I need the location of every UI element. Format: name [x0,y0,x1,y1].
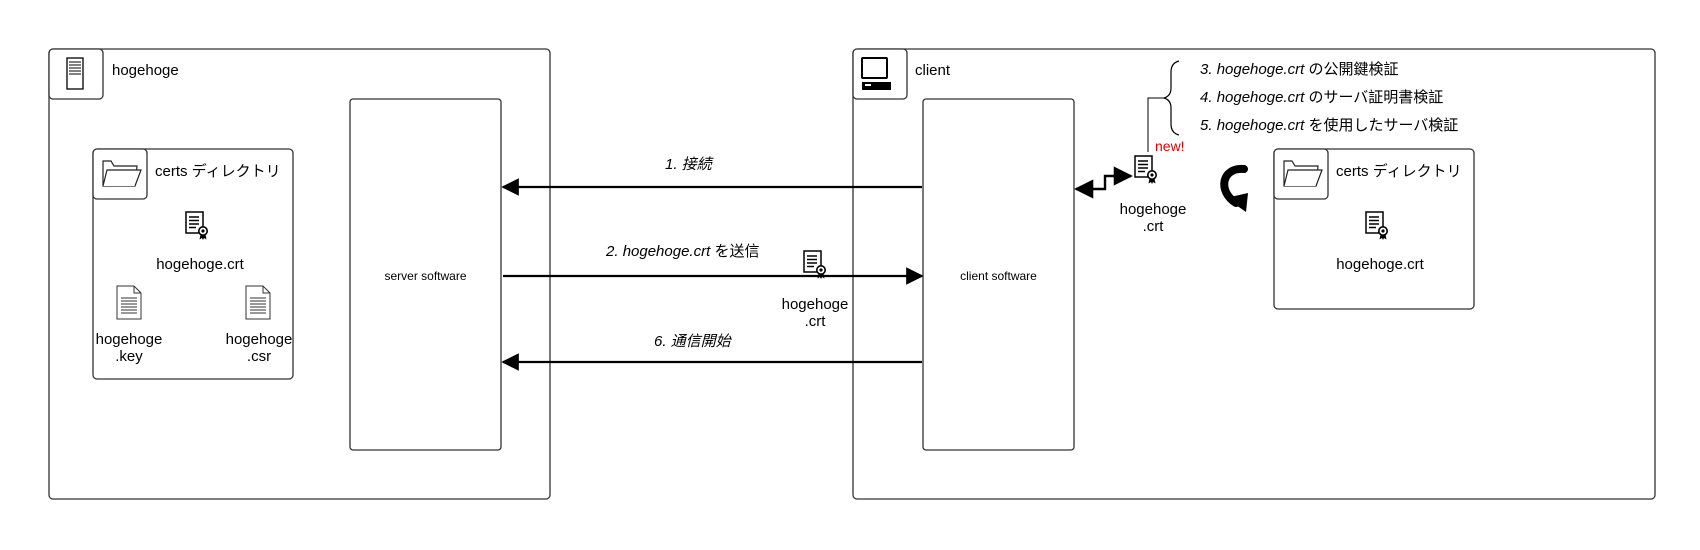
new-badge: new! [1155,138,1185,154]
client-software-label: client software [960,269,1037,283]
verification-step-4: 4. hogehoge.crt のサーバ証明書検証 [1200,89,1444,106]
step2-cert-label: hogehoge.crt [781,296,849,330]
bidirectional-arrow [1074,166,1133,199]
key-file-label: hogehoge.key [95,331,163,365]
client-new-cert-label: hogehoge.crt [1119,201,1187,235]
verification-step-3: 3. hogehoge.crt の公開鍵検証 [1200,61,1399,78]
document-icon [245,285,271,320]
server-software-label: server software [384,269,467,283]
server-icon [66,57,84,90]
client-title: client [915,62,951,79]
document-icon [116,285,142,320]
client-cert-file-label: hogehoge.crt [1336,256,1424,273]
certificate-icon [803,250,827,280]
csr-file-label: hogehoge.csr [225,331,293,365]
curved-arrow-icon [1220,164,1248,212]
server-cert-file-label: hogehoge.crt [156,256,244,273]
step1-label: 1. 接続 [665,156,712,173]
step2-label: 2. hogehoge.crt を送信 [606,243,760,260]
client-certs-dir-title: certs ディレクトリ [1336,163,1462,180]
verification-step-5: 5. hogehoge.crt を使用したサーバ検証 [1200,117,1459,134]
computer-icon [861,57,891,90]
brace-connector [1147,97,1164,152]
server-certs-dir-title: certs ディレクトリ [155,163,281,180]
server-title: hogehoge [112,62,179,79]
step6-label: 6. 通信開始 [654,333,731,350]
server-software-box [349,98,502,451]
